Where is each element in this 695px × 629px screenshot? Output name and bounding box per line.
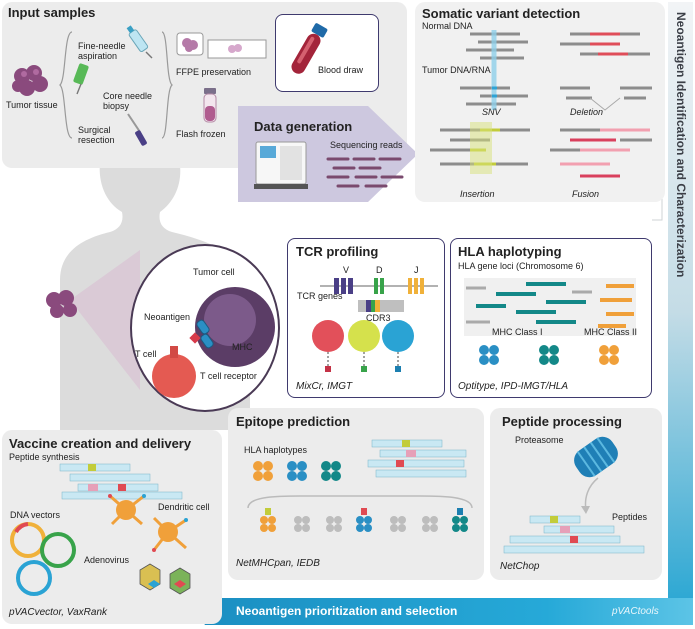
tumor-mass-icon xyxy=(46,290,77,318)
bracket-icon-2 xyxy=(161,31,173,139)
synth-peptides-graphic xyxy=(59,463,183,500)
proteasome-label: Proteasome xyxy=(515,435,564,445)
ffpe-slide-icon xyxy=(176,32,267,59)
surgical-label: Surgical resection xyxy=(78,125,115,145)
sequencer-icon xyxy=(254,141,308,189)
mhc-class-icons xyxy=(479,345,619,365)
blood-draw-label: Blood draw xyxy=(318,65,364,75)
deletion-label: Deletion xyxy=(570,107,604,117)
class2-label: MHC Class II xyxy=(584,327,638,337)
hla-haplotypes-icons xyxy=(253,461,341,481)
scalpel-icon xyxy=(127,113,147,146)
side-bar-label: Neoantigen Identification and Characteri… xyxy=(674,12,688,278)
fine-needle-label: Fine-needle aspiration xyxy=(78,41,126,61)
tumor-tissue-label: Tumor tissue xyxy=(6,100,58,110)
t-cell-icon xyxy=(152,346,196,398)
peptide-processing-title: Peptide processing xyxy=(502,414,622,429)
hla-loci-label: HLA gene loci (Chromosome 6) xyxy=(458,261,584,271)
binding-predictions-graphic xyxy=(247,495,473,532)
proteasome-icon xyxy=(574,436,618,478)
tumor-cell-icon xyxy=(195,287,275,367)
dendritic-cell-label: Dendritic cell xyxy=(158,502,210,512)
peptide-processing-tools: NetChop xyxy=(500,561,540,572)
blood-tube-icon xyxy=(291,23,328,74)
bottom-bar-label: Neoantigen prioritization and selection xyxy=(236,604,458,618)
adenovirus-icon xyxy=(139,563,191,595)
mhc-label: MHC xyxy=(232,342,253,352)
j-label: J xyxy=(414,265,419,275)
snv-label: SNV xyxy=(482,107,501,117)
tcr-tools: MixCr, IMGT xyxy=(296,381,353,392)
flash-frozen-label: Flash frozen xyxy=(176,129,226,139)
cdr3-label: CDR3 xyxy=(366,313,391,323)
mhc-neoantigen-icon xyxy=(189,319,214,349)
bottom-bar-tools: pVACtools xyxy=(612,606,659,617)
hla-loci-graphic xyxy=(464,278,636,336)
variant-reads-graphic xyxy=(430,30,652,178)
vaccine-tools: pVACvector, VaxRank xyxy=(9,607,108,618)
t-cell-label: T cell xyxy=(135,349,157,359)
dna-vectors-icon xyxy=(10,522,76,596)
sequencing-reads-label: Sequencing reads xyxy=(330,140,403,150)
peptides-label: Peptides xyxy=(612,512,648,522)
hla-tools: Optitype, IPD-IMGT/HLA xyxy=(458,381,569,392)
syringe-icon xyxy=(126,25,153,59)
hla-title: HLA haplotyping xyxy=(458,244,562,259)
tcr-genes-graphic xyxy=(320,278,438,312)
tumor-tissue-icon xyxy=(12,65,48,96)
tcr-genes-label: TCR genes xyxy=(297,291,343,301)
dendritic-cell-icon xyxy=(108,494,188,552)
peptide-synthesis-label: Peptide synthesis xyxy=(9,452,80,462)
neoantigen-label: Neoantigen xyxy=(144,312,191,322)
sequencing-reads-graphic xyxy=(326,157,404,188)
bracket-icon xyxy=(59,31,73,139)
processing-arrow xyxy=(581,477,599,514)
epitope-title: Epitope prediction xyxy=(236,414,351,429)
tumor-cell-label: Tumor cell xyxy=(193,267,235,277)
tcr-title: TCR profiling xyxy=(296,244,379,259)
t-cell-clones-icon xyxy=(312,320,414,372)
fusion-label: Fusion xyxy=(572,189,600,199)
tcr-label: T cell receptor xyxy=(200,371,257,381)
epitope-peptides-graphic xyxy=(367,439,467,478)
v-label: V xyxy=(343,265,350,275)
epitope-panel xyxy=(228,408,484,580)
dna-vectors-label: DNA vectors xyxy=(10,510,61,520)
hla-haplotypes-label: HLA haplotypes xyxy=(244,445,308,455)
somatic-title: Somatic variant detection xyxy=(422,6,581,21)
zoom-cone xyxy=(70,250,140,390)
input-samples-title: Input samples xyxy=(8,5,96,20)
insertion-label: Insertion xyxy=(460,189,495,199)
core-needle-label: Core needle biopsy xyxy=(103,91,153,111)
ffpe-label: FFPE preservation xyxy=(176,67,252,77)
vaccine-title: Vaccine creation and delivery xyxy=(9,436,192,451)
data-generation-title: Data generation xyxy=(254,119,353,134)
blood-draw-box xyxy=(275,14,379,92)
adenovirus-label: Adenovirus xyxy=(84,555,130,565)
frozen-tube-icon xyxy=(203,88,217,123)
normal-dna-label: Normal DNA xyxy=(422,21,473,31)
processed-peptides-graphic xyxy=(503,515,645,554)
tumor-dna-label: Tumor DNA/RNA xyxy=(422,65,491,75)
class1-label: MHC Class I xyxy=(492,327,543,337)
epitope-tools: NetMHCpan, IEDB xyxy=(236,558,320,569)
d-label: D xyxy=(376,265,383,275)
core-needle-icon xyxy=(73,63,89,95)
